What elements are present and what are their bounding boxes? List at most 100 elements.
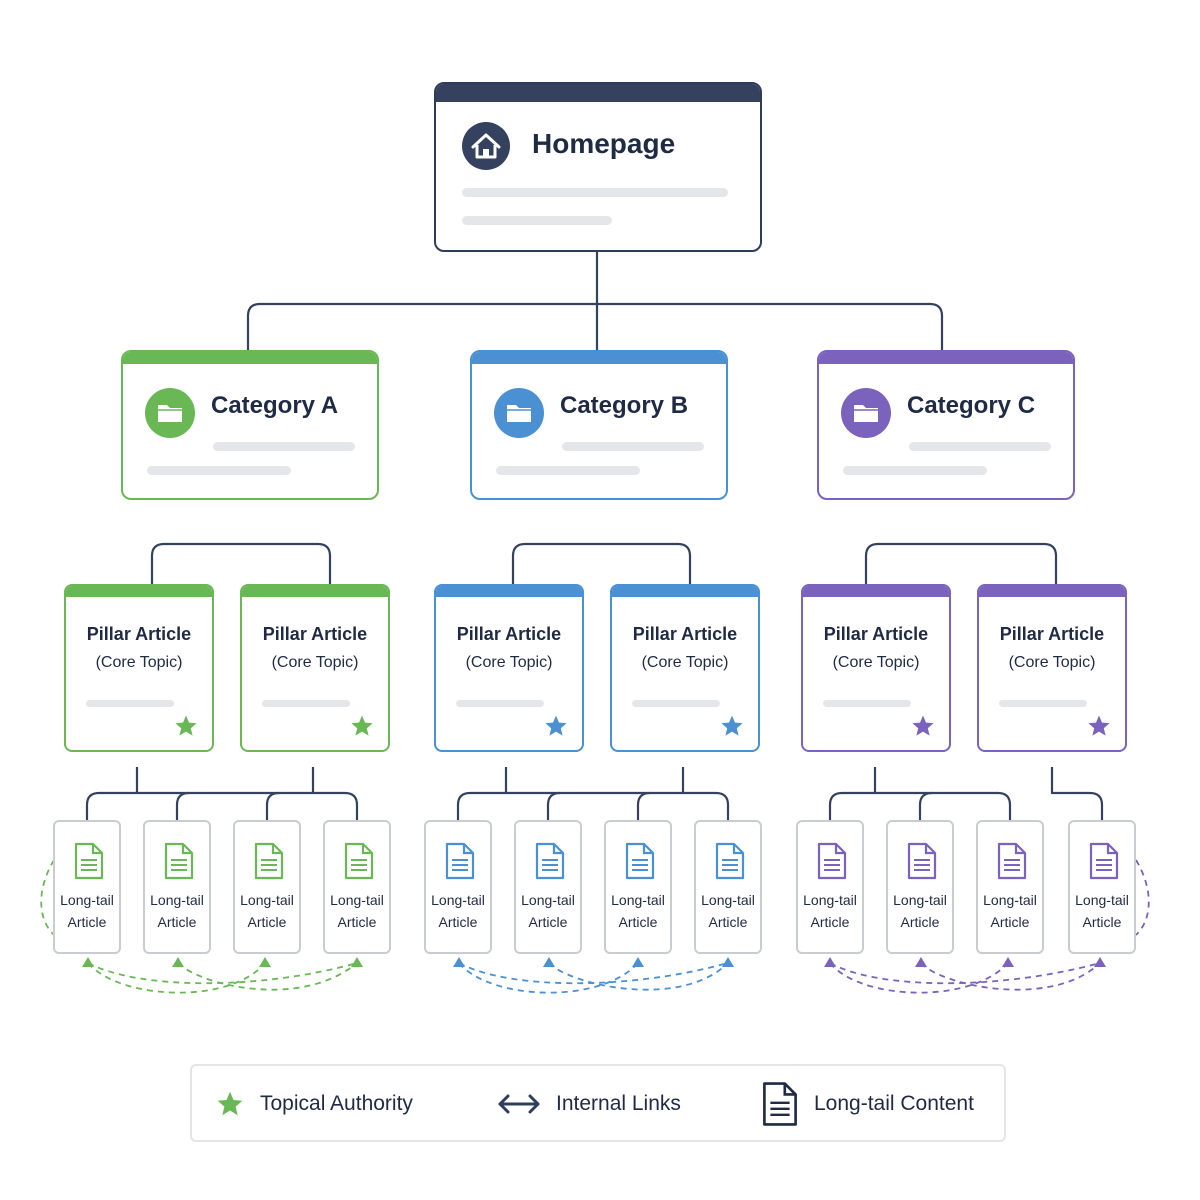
pillar-header-bar bbox=[979, 586, 1125, 597]
pillar-card: Pillar Article (Core Topic) bbox=[434, 584, 584, 752]
longtail-line2: Article bbox=[618, 914, 658, 930]
longtail-line2: Article bbox=[900, 914, 940, 930]
star-icon bbox=[1088, 715, 1110, 736]
folder-icon bbox=[841, 388, 891, 438]
star-icon bbox=[912, 715, 934, 736]
longtail-card: Long-tail Article bbox=[233, 820, 301, 954]
placeholder-line bbox=[262, 700, 350, 707]
pillar-title: Pillar Article bbox=[262, 624, 368, 644]
pillar-card: Pillar Article (Core Topic) bbox=[610, 584, 760, 752]
star-icon bbox=[351, 715, 373, 736]
document-icon bbox=[254, 842, 284, 880]
category-card-c: Category C bbox=[817, 350, 1075, 500]
document-icon bbox=[625, 842, 655, 880]
placeholder-line bbox=[562, 442, 704, 451]
longtail-line2: Article bbox=[1082, 914, 1122, 930]
category-header-bar bbox=[472, 352, 726, 364]
longtail-card: Long-tail Article bbox=[53, 820, 121, 954]
pillar-title: Pillar Article bbox=[823, 624, 929, 644]
placeholder-line bbox=[213, 442, 355, 451]
pillar-header-bar bbox=[436, 586, 582, 597]
pillar-card: Pillar Article (Core Topic) bbox=[64, 584, 214, 752]
star-icon bbox=[217, 1091, 243, 1116]
longtail-line1: Long-tail bbox=[150, 892, 204, 908]
pillar-card: Pillar Article (Core Topic) bbox=[801, 584, 951, 752]
longtail-line2: Article bbox=[67, 914, 107, 930]
homepage-title: Homepage bbox=[532, 128, 676, 159]
longtail-line2: Article bbox=[528, 914, 568, 930]
placeholder-line bbox=[462, 216, 612, 225]
star-icon bbox=[545, 715, 567, 736]
pillar-subtitle: (Core Topic) bbox=[465, 654, 553, 671]
placeholder-line bbox=[462, 188, 728, 197]
document-icon bbox=[997, 842, 1027, 880]
pillar-header-bar bbox=[612, 586, 758, 597]
longtail-card: Long-tail Article bbox=[886, 820, 954, 954]
longtail-line1: Long-tail bbox=[521, 892, 575, 908]
category-header-bar bbox=[123, 352, 377, 364]
longtail-line2: Article bbox=[708, 914, 748, 930]
pillar-card: Pillar Article (Core Topic) bbox=[240, 584, 390, 752]
category-title: Category A bbox=[211, 392, 339, 419]
folder-icon bbox=[494, 388, 544, 438]
document-icon bbox=[817, 842, 847, 880]
homepage-card: Homepage bbox=[434, 82, 762, 252]
document-icon bbox=[1089, 842, 1119, 880]
category-card-a: Category A bbox=[121, 350, 379, 500]
longtail-line2: Article bbox=[337, 914, 377, 930]
pillar-subtitle: (Core Topic) bbox=[641, 654, 729, 671]
category-card-b: Category B bbox=[470, 350, 728, 500]
star-icon bbox=[721, 715, 743, 736]
document-icon bbox=[715, 842, 745, 880]
longtail-card: Long-tail Article bbox=[604, 820, 672, 954]
placeholder-line bbox=[909, 442, 1051, 451]
pillar-subtitle: (Core Topic) bbox=[1008, 654, 1096, 671]
placeholder-line bbox=[456, 700, 544, 707]
longtail-line2: Article bbox=[990, 914, 1030, 930]
pillar-title: Pillar Article bbox=[456, 624, 562, 644]
folder-icon bbox=[145, 388, 195, 438]
longtail-line1: Long-tail bbox=[701, 892, 755, 908]
category-title: Category C bbox=[907, 392, 1036, 419]
longtail-card: Long-tail Article bbox=[424, 820, 492, 954]
longtail-line1: Long-tail bbox=[893, 892, 947, 908]
document-icon bbox=[344, 842, 374, 880]
longtail-line1: Long-tail bbox=[60, 892, 114, 908]
placeholder-line bbox=[147, 466, 291, 475]
longtail-line2: Article bbox=[438, 914, 478, 930]
longtail-line1: Long-tail bbox=[1075, 892, 1129, 908]
longtail-card: Long-tail Article bbox=[143, 820, 211, 954]
legend-links-label: Internal Links bbox=[556, 1092, 681, 1115]
longtail-line2: Article bbox=[810, 914, 850, 930]
document-icon bbox=[763, 1082, 797, 1126]
longtail-line1: Long-tail bbox=[983, 892, 1037, 908]
longtail-card: Long-tail Article bbox=[514, 820, 582, 954]
longtail-line1: Long-tail bbox=[803, 892, 857, 908]
pillar-card: Pillar Article (Core Topic) bbox=[977, 584, 1127, 752]
pillar-subtitle: (Core Topic) bbox=[271, 654, 359, 671]
longtail-line1: Long-tail bbox=[330, 892, 384, 908]
longtail-card: Long-tail Article bbox=[694, 820, 762, 954]
star-icon bbox=[175, 715, 197, 736]
document-icon bbox=[907, 842, 937, 880]
longtail-line2: Article bbox=[157, 914, 197, 930]
pillar-header-bar bbox=[242, 586, 388, 597]
longtail-card: Long-tail Article bbox=[323, 820, 391, 954]
placeholder-line bbox=[823, 700, 911, 707]
home-icon bbox=[462, 122, 510, 170]
legend: Topical Authority Internal Links Long-ta… bbox=[190, 1064, 1006, 1142]
longtail-line1: Long-tail bbox=[240, 892, 294, 908]
legend-authority-label: Topical Authority bbox=[260, 1092, 413, 1115]
document-icon bbox=[74, 842, 104, 880]
longtail-card: Long-tail Article bbox=[976, 820, 1044, 954]
longtail-card: Long-tail Article bbox=[1068, 820, 1136, 954]
document-icon bbox=[445, 842, 475, 880]
longtail-line1: Long-tail bbox=[611, 892, 665, 908]
pillar-title: Pillar Article bbox=[86, 624, 192, 644]
pillar-title: Pillar Article bbox=[632, 624, 738, 644]
longtail-line2: Article bbox=[247, 914, 287, 930]
pillar-header-bar bbox=[803, 586, 949, 597]
longtail-card: Long-tail Article bbox=[796, 820, 864, 954]
pillar-header-bar bbox=[66, 586, 212, 597]
